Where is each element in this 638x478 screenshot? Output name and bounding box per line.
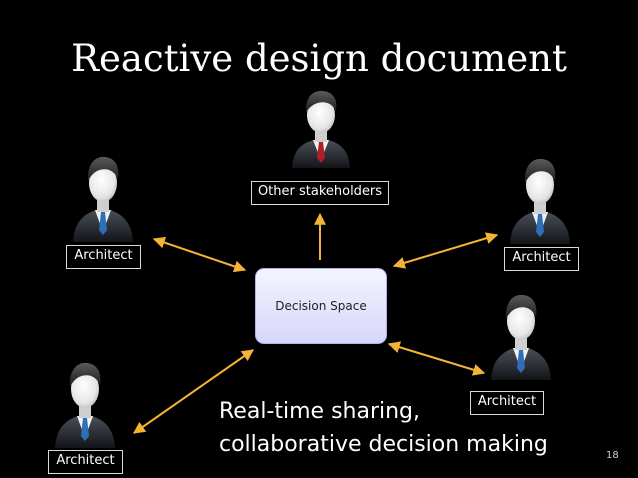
arrow-architect-top-right xyxy=(392,232,499,269)
architect-person-icon xyxy=(509,154,571,244)
stakeholder-person-icon xyxy=(290,86,352,168)
architect-label: Architect xyxy=(48,450,123,474)
arrow-architect-top-left xyxy=(152,236,247,273)
caption-line-1: Real-time sharing, xyxy=(219,399,421,424)
arrow-architect-bottom-right xyxy=(387,341,486,376)
architect-person-icon xyxy=(490,290,552,380)
architect-label: Architect xyxy=(504,247,579,271)
page-number: 18 xyxy=(606,450,619,461)
architect-label: Architect xyxy=(470,391,544,415)
stakeholder-label: Other stakeholders xyxy=(251,181,389,205)
architect-person-icon xyxy=(72,152,134,242)
caption-line-2: collaborative decision making xyxy=(219,432,548,457)
architect-person-icon xyxy=(54,358,116,448)
architect-label: Architect xyxy=(66,245,141,269)
slide-title: Reactive design document xyxy=(71,37,567,80)
arrow-architect-bottom-left xyxy=(133,349,254,434)
decision-space-box: Decision Space xyxy=(255,268,387,344)
